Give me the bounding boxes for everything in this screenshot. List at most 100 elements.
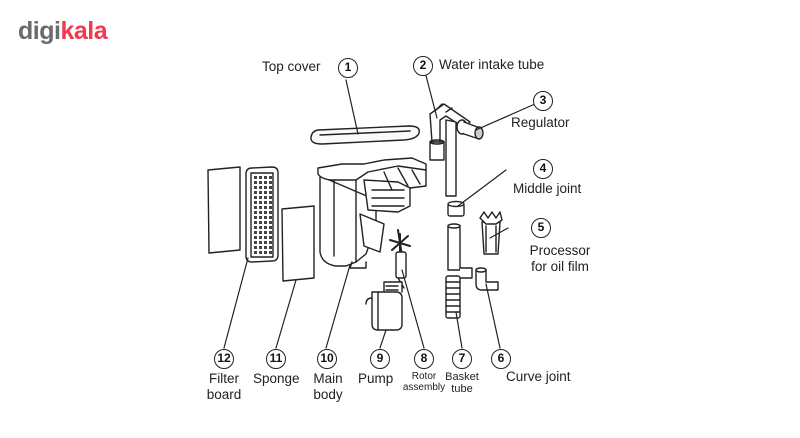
top-cover-part: [310, 125, 420, 145]
mesh-cell: [259, 216, 262, 219]
label-sponge: Sponge: [253, 371, 300, 386]
mesh-cell: [259, 236, 262, 239]
mesh-cell: [254, 246, 257, 249]
digikala-logo[interactable]: digikala: [18, 17, 108, 45]
mesh-cell: [269, 196, 272, 199]
label-rotor-assembly: Rotor assembly: [402, 371, 446, 393]
mesh-cell: [269, 191, 272, 194]
label-water-intake-tube: Water intake tube: [439, 57, 545, 72]
label-pump: Pump: [358, 371, 394, 386]
mesh-cell: [269, 231, 272, 234]
mesh-cell: [254, 236, 257, 239]
label-main-body: Main body: [313, 371, 343, 402]
mesh-cell: [254, 231, 257, 234]
label-regulator: Regulator: [511, 115, 570, 130]
mesh-cell: [259, 176, 262, 179]
callout-12: 12: [214, 349, 234, 369]
mesh-cell: [259, 181, 262, 184]
mesh-cell: [264, 176, 267, 179]
mesh-cell: [254, 196, 257, 199]
mesh-cell: [264, 221, 267, 224]
mesh-cell: [259, 251, 262, 254]
mesh-cell: [269, 176, 272, 179]
mesh-cell: [254, 216, 257, 219]
mesh-cell: [269, 181, 272, 184]
mesh-cell: [264, 191, 267, 194]
mesh-cell: [269, 251, 272, 254]
mesh-cell: [269, 206, 272, 209]
mesh-cell: [264, 216, 267, 219]
basket-tube-part: [445, 223, 473, 319]
mesh-cell: [259, 231, 262, 234]
mesh-cell: [264, 186, 267, 189]
label-filter-board: Filter board: [206, 371, 242, 402]
mesh-cell: [259, 191, 262, 194]
callout-10: 10: [317, 349, 337, 369]
label-middle-joint: Middle joint: [513, 181, 582, 196]
mesh-cell: [264, 206, 267, 209]
mesh-cell: [254, 206, 257, 209]
mesh-cell: [254, 176, 257, 179]
mesh-cell: [259, 241, 262, 244]
label-oil-film-processor: Processor for oil film: [529, 243, 591, 274]
callout-6: 6: [491, 349, 511, 369]
regulator-part: [456, 119, 484, 140]
callout-1: 1: [338, 58, 358, 78]
mesh-cell: [264, 246, 267, 249]
mesh-cell: [269, 246, 272, 249]
mesh-cell: [259, 206, 262, 209]
mesh-cell: [269, 186, 272, 189]
label-top-cover: Top cover: [262, 59, 321, 74]
mesh-cell: [269, 221, 272, 224]
mesh-cell: [254, 221, 257, 224]
middle-joint-part: [447, 200, 465, 217]
sponge-mesh-dots: [254, 176, 272, 254]
mesh-cell: [259, 186, 262, 189]
callout-4: 4: [533, 159, 553, 179]
callout-11: 11: [266, 349, 286, 369]
callout-3: 3: [533, 91, 553, 111]
mesh-cell: [254, 191, 257, 194]
mesh-cell: [254, 241, 257, 244]
mesh-cell: [264, 226, 267, 229]
pump-part: [365, 281, 403, 331]
mesh-cell: [259, 211, 262, 214]
mesh-cell: [254, 186, 257, 189]
mesh-cell: [254, 251, 257, 254]
mesh-cell: [264, 251, 267, 254]
filter-board-part: [207, 166, 241, 254]
label-basket-tube: Basket tube: [445, 371, 479, 395]
mesh-cell: [254, 201, 257, 204]
label-curve-joint: Curve joint: [506, 369, 571, 384]
curve-joint-part: [475, 267, 499, 291]
mesh-cell: [264, 236, 267, 239]
mesh-cell: [264, 231, 267, 234]
mesh-cell: [259, 201, 262, 204]
mesh-cell: [269, 201, 272, 204]
mesh-cell: [259, 226, 262, 229]
main-body-part: [317, 157, 427, 269]
mesh-cell: [259, 221, 262, 224]
mesh-cell: [264, 181, 267, 184]
callout-5: 5: [531, 218, 551, 238]
mesh-cell: [254, 211, 257, 214]
mesh-cell: [264, 196, 267, 199]
mesh-cell: [269, 211, 272, 214]
water-intake-tube-part: [429, 103, 471, 197]
callout-2: 2: [413, 56, 433, 76]
callout-7: 7: [452, 349, 472, 369]
mesh-cell: [264, 241, 267, 244]
mesh-cell: [269, 236, 272, 239]
rotor-assembly-part: [389, 229, 411, 289]
mesh-cell: [254, 181, 257, 184]
mesh-cell: [269, 241, 272, 244]
mesh-cell: [259, 196, 262, 199]
callout-9: 9: [370, 349, 390, 369]
leader-lines: [223, 67, 545, 349]
callout-8: 8: [414, 349, 434, 369]
mesh-cell: [264, 201, 267, 204]
mesh-cell: [254, 226, 257, 229]
mesh-cell: [259, 246, 262, 249]
